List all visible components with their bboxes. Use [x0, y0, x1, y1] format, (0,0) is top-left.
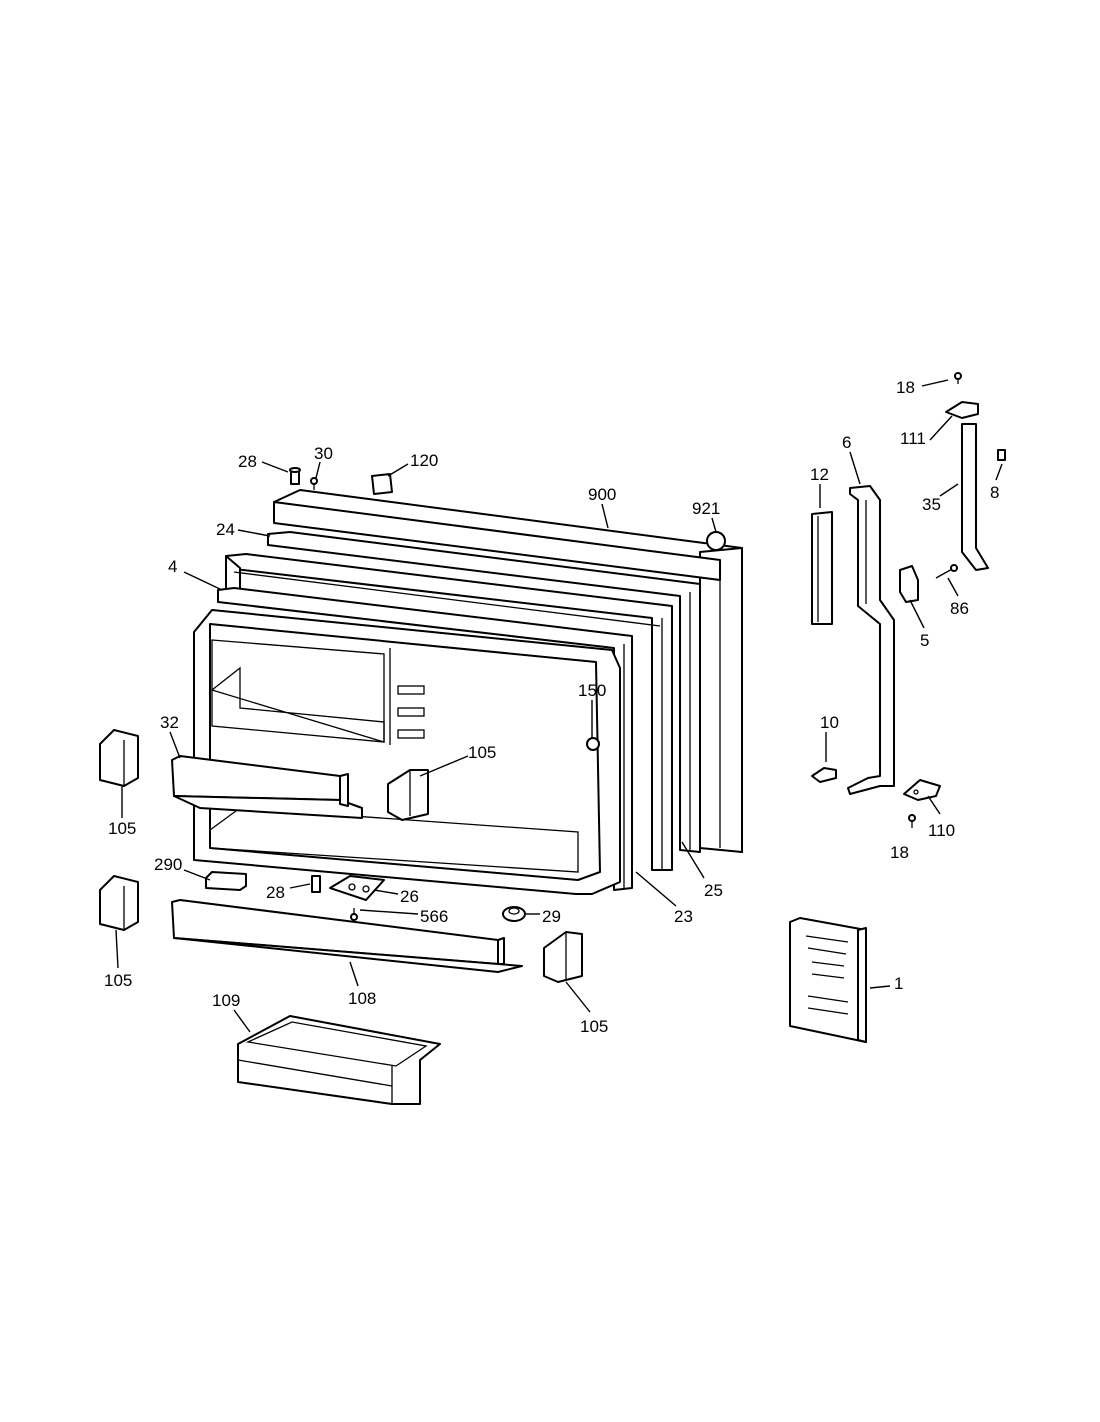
label-8: 8: [990, 483, 999, 502]
label-4: 4: [168, 557, 177, 576]
label-18-top: 18: [896, 378, 915, 397]
part-channel-12: [811, 511, 833, 625]
leader-lines: [115, 379, 1003, 1033]
part-manual-1: [789, 917, 867, 1043]
part-stud-28-lower: [311, 875, 321, 893]
part-block-290: [205, 871, 247, 891]
part-bracket-10: [811, 767, 837, 783]
part-shelf-bar-32: [171, 755, 363, 819]
label-150: 150: [578, 681, 606, 700]
label-30: 30: [314, 444, 333, 463]
part-screw-18-top: [954, 372, 962, 384]
label-105-center: 105: [468, 743, 496, 762]
part-screw-86: [935, 564, 958, 579]
part-hinge-111: [945, 401, 979, 419]
label-5: 5: [920, 631, 929, 650]
part-hinge-110: [903, 779, 941, 801]
label-18-bottom: 18: [890, 843, 909, 862]
part-shelf-bar-108: [171, 899, 523, 973]
label-86: 86: [950, 599, 969, 618]
part-inner-liner-23: [217, 587, 633, 891]
label-24: 24: [216, 520, 235, 539]
label-105-left-upper: 105: [108, 819, 136, 838]
part-screw-566: [350, 908, 358, 921]
label-921: 921: [692, 499, 720, 518]
part-number-labels: 18 111 6 8 12 35 86 5 10 110 18 1 28 30 …: [104, 378, 999, 1036]
label-290: 290: [154, 855, 182, 874]
part-handle-6: [847, 485, 895, 795]
part-gasket-4: [225, 553, 673, 871]
plug-921: [706, 531, 726, 551]
part-shelf-bracket-105-right: [543, 931, 583, 983]
label-110: 110: [928, 821, 955, 840]
label-28-top: 28: [238, 452, 257, 471]
label-10: 10: [820, 713, 839, 732]
part-hinge-5: [899, 565, 919, 603]
part-outer-door-panel: [273, 489, 743, 853]
label-32: 32: [160, 713, 179, 732]
part-shelf-bracket-105-center: [387, 769, 429, 821]
part-stud-28-top: [289, 467, 301, 485]
label-900: 900: [588, 485, 616, 504]
part-gasket-24: [267, 531, 701, 853]
part-cap-120: [371, 473, 393, 495]
label-28-lower: 28: [266, 883, 285, 902]
label-109: 109: [212, 991, 240, 1010]
label-566: 566: [420, 907, 448, 926]
label-23: 23: [674, 907, 693, 926]
label-26: 26: [400, 887, 419, 906]
part-clip-8: [997, 449, 1006, 461]
part-screw-18-bottom: [908, 814, 916, 828]
label-1: 1: [894, 974, 903, 993]
label-29: 29: [542, 907, 561, 926]
part-inner-door-liner: [193, 609, 621, 895]
label-35: 35: [922, 495, 941, 514]
part-plate-26: [329, 875, 385, 901]
part-shelf-bracket-105-left-upper: [99, 729, 139, 787]
part-grommet-29: [502, 906, 526, 922]
label-6: 6: [842, 433, 851, 452]
part-screw-30: [310, 477, 318, 490]
screw-150: [586, 737, 600, 751]
label-111: 111: [900, 429, 926, 448]
label-105-left-lower: 105: [104, 971, 132, 990]
label-108: 108: [348, 989, 376, 1008]
label-105-right: 105: [580, 1017, 608, 1036]
label-12: 12: [810, 465, 829, 484]
part-handle-35: [961, 423, 989, 571]
label-120: 120: [410, 451, 438, 470]
part-door-bin-109: [237, 1015, 441, 1105]
part-shelf-bracket-105-left-lower: [99, 875, 139, 931]
label-25: 25: [704, 881, 723, 900]
